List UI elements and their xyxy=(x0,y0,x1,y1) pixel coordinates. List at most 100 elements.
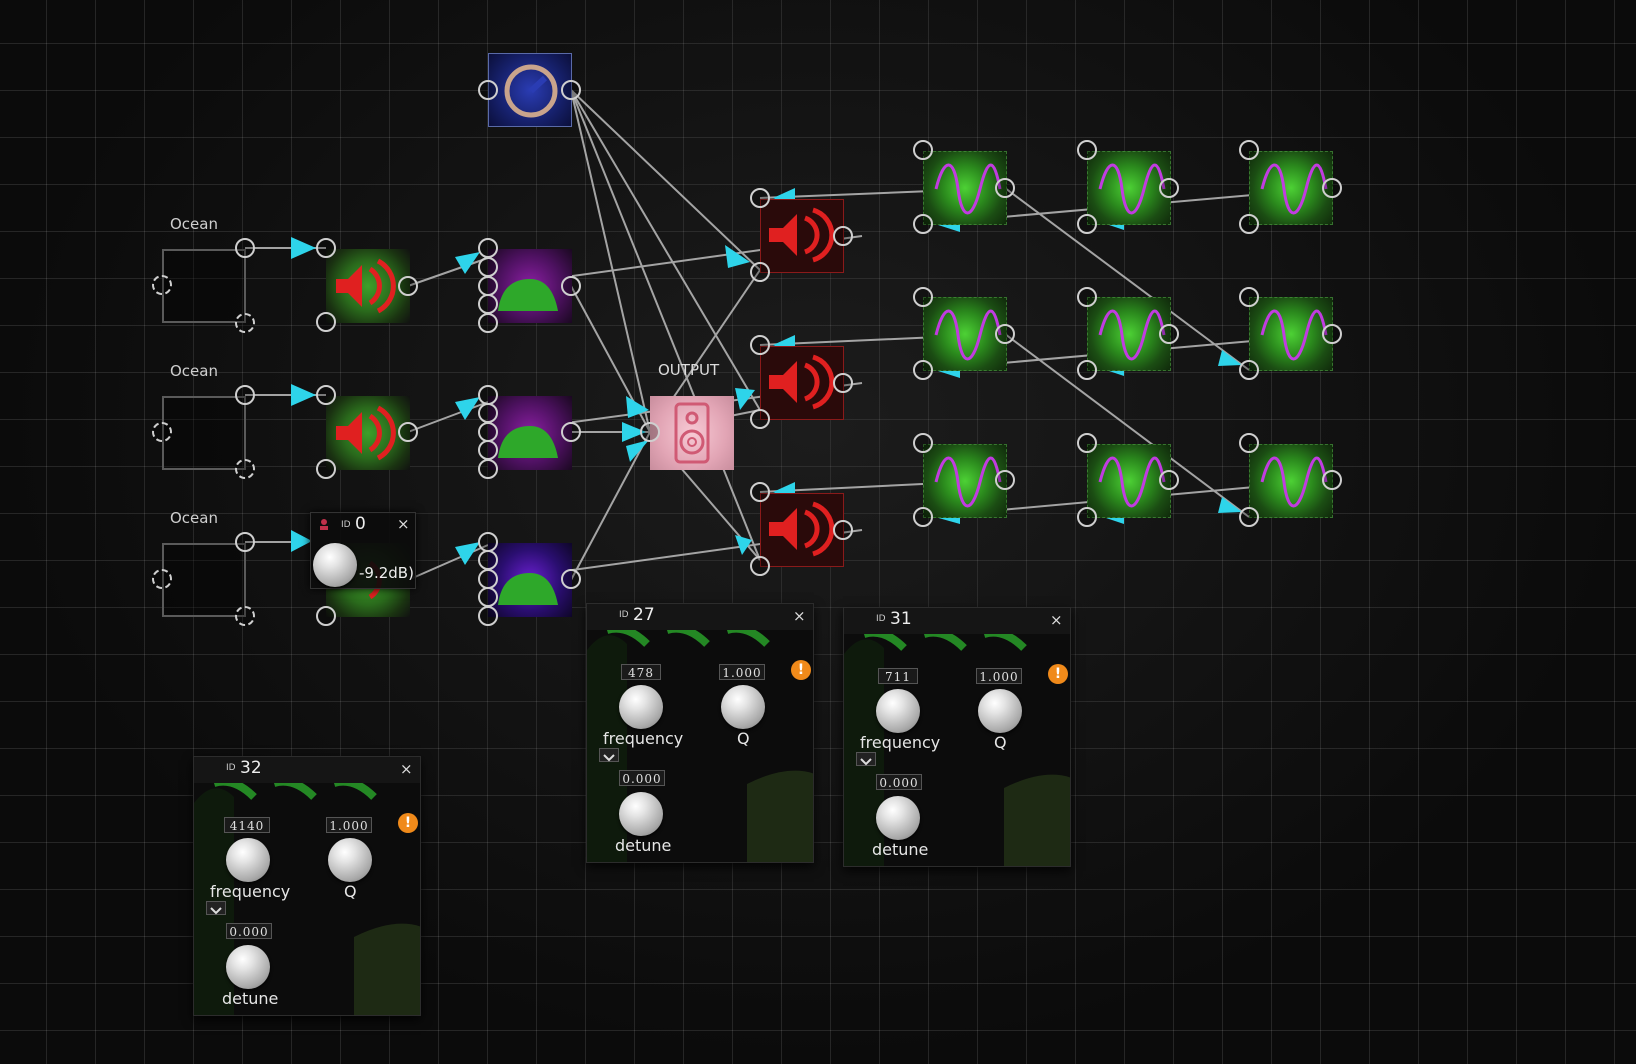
source-output-port[interactable] xyxy=(235,532,255,552)
panner-output-port[interactable] xyxy=(833,520,853,540)
filter-param-panel[interactable]: ID 32 × 4140 1.000 ! frequency Q 0.000 d… xyxy=(193,756,421,1016)
lfo-output-port[interactable] xyxy=(561,80,581,100)
osc-frequency-port[interactable] xyxy=(1239,140,1259,160)
filter-port-3[interactable] xyxy=(478,422,498,442)
warning-icon[interactable]: ! xyxy=(1048,664,1068,684)
gain-value-popup[interactable]: ID 0 × -9.2dB) xyxy=(310,512,416,589)
output-input-port[interactable] xyxy=(640,422,660,442)
gain-output-port[interactable] xyxy=(398,422,418,442)
oscillator-node[interactable] xyxy=(1087,444,1171,518)
q-value-field[interactable]: 1.000 xyxy=(719,664,765,680)
close-button[interactable]: × xyxy=(397,515,410,533)
warning-icon[interactable]: ! xyxy=(398,813,418,833)
osc-detune-port[interactable] xyxy=(913,214,933,234)
source-input-port[interactable] xyxy=(152,422,172,442)
osc-detune-port[interactable] xyxy=(1239,214,1259,234)
detune-value-field[interactable]: 0.000 xyxy=(619,770,665,786)
source-input-port[interactable] xyxy=(152,569,172,589)
panner-input-port[interactable] xyxy=(750,188,770,208)
osc-frequency-port[interactable] xyxy=(1077,140,1097,160)
filter-port-2[interactable] xyxy=(478,257,498,277)
panner-node[interactable] xyxy=(760,199,844,273)
osc-output-port[interactable] xyxy=(1322,178,1342,198)
filter-port-5[interactable] xyxy=(478,606,498,626)
output-node[interactable] xyxy=(650,396,734,470)
q-value-field[interactable]: 1.000 xyxy=(976,668,1022,684)
filter-param-panel[interactable]: ID 27 × 478 1.000 ! frequency Q 0.000 de… xyxy=(586,603,814,863)
osc-frequency-port[interactable] xyxy=(1239,287,1259,307)
filter-port-1[interactable] xyxy=(478,238,498,258)
gain-node[interactable] xyxy=(326,249,410,323)
filter-port-3[interactable] xyxy=(478,569,498,589)
filter-port-4[interactable] xyxy=(478,587,498,607)
gain-output-port[interactable] xyxy=(398,276,418,296)
gain-gain-port[interactable] xyxy=(316,312,336,332)
filter-port-5[interactable] xyxy=(478,459,498,479)
frequency-knob[interactable] xyxy=(619,685,663,729)
panel-titlebar[interactable]: ID 27 × xyxy=(587,604,813,630)
filter-node[interactable] xyxy=(488,249,572,323)
frequency-value-field[interactable]: 478 xyxy=(621,664,661,680)
panner-input-port[interactable] xyxy=(750,482,770,502)
filter-port-2[interactable] xyxy=(478,403,498,423)
gain-node[interactable] xyxy=(326,396,410,470)
panner-input-port[interactable] xyxy=(750,335,770,355)
osc-frequency-port[interactable] xyxy=(913,287,933,307)
osc-detune-port[interactable] xyxy=(1239,507,1259,527)
osc-output-port[interactable] xyxy=(1322,324,1342,344)
source-corner-port[interactable] xyxy=(235,606,255,626)
osc-frequency-port[interactable] xyxy=(913,433,933,453)
osc-detune-port[interactable] xyxy=(1239,360,1259,380)
gain-input-port[interactable] xyxy=(316,385,336,405)
frequency-knob[interactable] xyxy=(876,689,920,733)
lfo-node[interactable] xyxy=(488,53,572,127)
panner-output-port[interactable] xyxy=(833,373,853,393)
source-input-port[interactable] xyxy=(152,275,172,295)
osc-output-port[interactable] xyxy=(1322,470,1342,490)
filter-node[interactable] xyxy=(488,396,572,470)
detune-value-field[interactable]: 0.000 xyxy=(876,774,922,790)
source-node[interactable] xyxy=(162,543,246,617)
osc-frequency-port[interactable] xyxy=(913,140,933,160)
oscillator-node[interactable] xyxy=(1249,297,1333,371)
source-corner-port[interactable] xyxy=(235,459,255,479)
filter-port-5[interactable] xyxy=(478,313,498,333)
source-output-port[interactable] xyxy=(235,385,255,405)
osc-detune-port[interactable] xyxy=(1077,214,1097,234)
filter-port-4[interactable] xyxy=(478,294,498,314)
gain-knob[interactable] xyxy=(313,543,357,587)
q-value-field[interactable]: 1.000 xyxy=(326,817,372,833)
gain-gain-port[interactable] xyxy=(316,459,336,479)
q-knob[interactable] xyxy=(328,838,372,882)
osc-detune-port[interactable] xyxy=(1077,507,1097,527)
oscillator-node[interactable] xyxy=(1087,151,1171,225)
panel-titlebar[interactable]: ID 31 × xyxy=(844,608,1070,634)
filter-type-dropdown[interactable] xyxy=(856,752,876,766)
panner-pan-port[interactable] xyxy=(750,262,770,282)
filter-port-1[interactable] xyxy=(478,532,498,552)
osc-frequency-port[interactable] xyxy=(1239,433,1259,453)
frequency-knob[interactable] xyxy=(226,838,270,882)
filter-port-2[interactable] xyxy=(478,550,498,570)
osc-detune-port[interactable] xyxy=(1077,360,1097,380)
frequency-value-field[interactable]: 4140 xyxy=(224,817,270,833)
oscillator-node[interactable] xyxy=(923,444,1007,518)
panner-output-port[interactable] xyxy=(833,226,853,246)
osc-output-port[interactable] xyxy=(1159,470,1179,490)
filter-port-1[interactable] xyxy=(478,385,498,405)
source-corner-port[interactable] xyxy=(235,313,255,333)
panner-pan-port[interactable] xyxy=(750,556,770,576)
lfo-input-port[interactable] xyxy=(478,80,498,100)
oscillator-node[interactable] xyxy=(923,151,1007,225)
filter-output-port[interactable] xyxy=(561,569,581,589)
osc-detune-port[interactable] xyxy=(913,360,933,380)
close-button[interactable]: × xyxy=(1050,611,1063,629)
detune-knob[interactable] xyxy=(876,796,920,840)
oscillator-node[interactable] xyxy=(923,297,1007,371)
source-output-port[interactable] xyxy=(235,238,255,258)
panner-pan-port[interactable] xyxy=(750,409,770,429)
osc-output-port[interactable] xyxy=(995,178,1015,198)
frequency-value-field[interactable]: 711 xyxy=(878,668,918,684)
source-node[interactable] xyxy=(162,396,246,470)
osc-detune-port[interactable] xyxy=(913,507,933,527)
